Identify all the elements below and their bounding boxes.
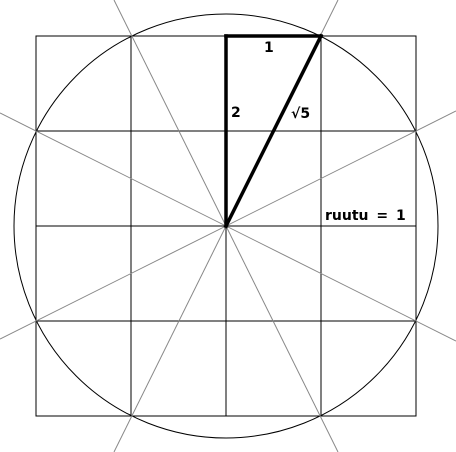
radial-line-3 xyxy=(0,112,456,342)
triangle xyxy=(223,33,324,229)
circle xyxy=(13,13,439,439)
label-side-top: 1 xyxy=(264,40,274,56)
label-legend: ruutu = 1 xyxy=(325,208,406,224)
label-side-left: 2 xyxy=(231,105,241,121)
triangle-hypotenuse xyxy=(223,33,324,229)
label-hypotenuse: √5 xyxy=(291,106,310,122)
